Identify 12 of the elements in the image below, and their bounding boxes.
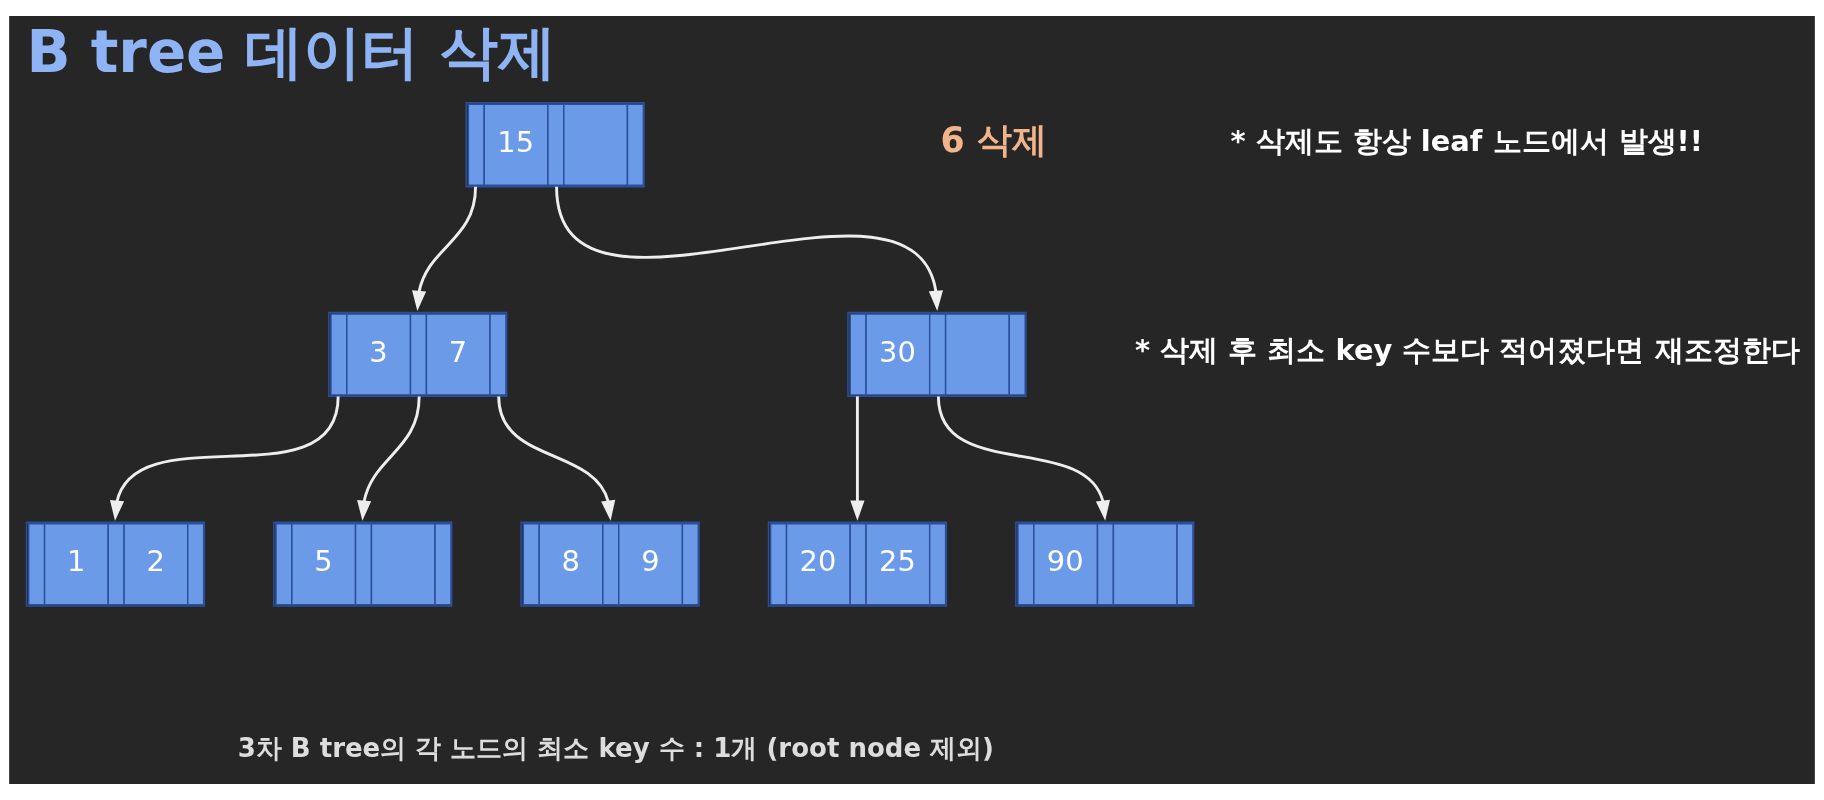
- arrow: [109, 396, 340, 521]
- label: * 삭제 후 최소 key 수보다 적어졌다면 재조정한다: [1135, 333, 1800, 368]
- arrow: [357, 396, 421, 521]
- arrow: [850, 396, 865, 521]
- arrow: [936, 396, 1110, 521]
- diagram-title: B tree 데이터 삭제: [26, 18, 556, 87]
- label: * 삭제도 항상 leaf 노드에서 발생!!: [1230, 123, 1703, 158]
- arrow: [412, 186, 477, 312]
- label: 6 삭제: [940, 120, 1047, 161]
- arrow: [555, 186, 943, 312]
- caption: 3차 B tree의 각 노드의 최소 key 수 : 1개 (root node 제외): [237, 733, 994, 764]
- arrow: [497, 396, 616, 521]
